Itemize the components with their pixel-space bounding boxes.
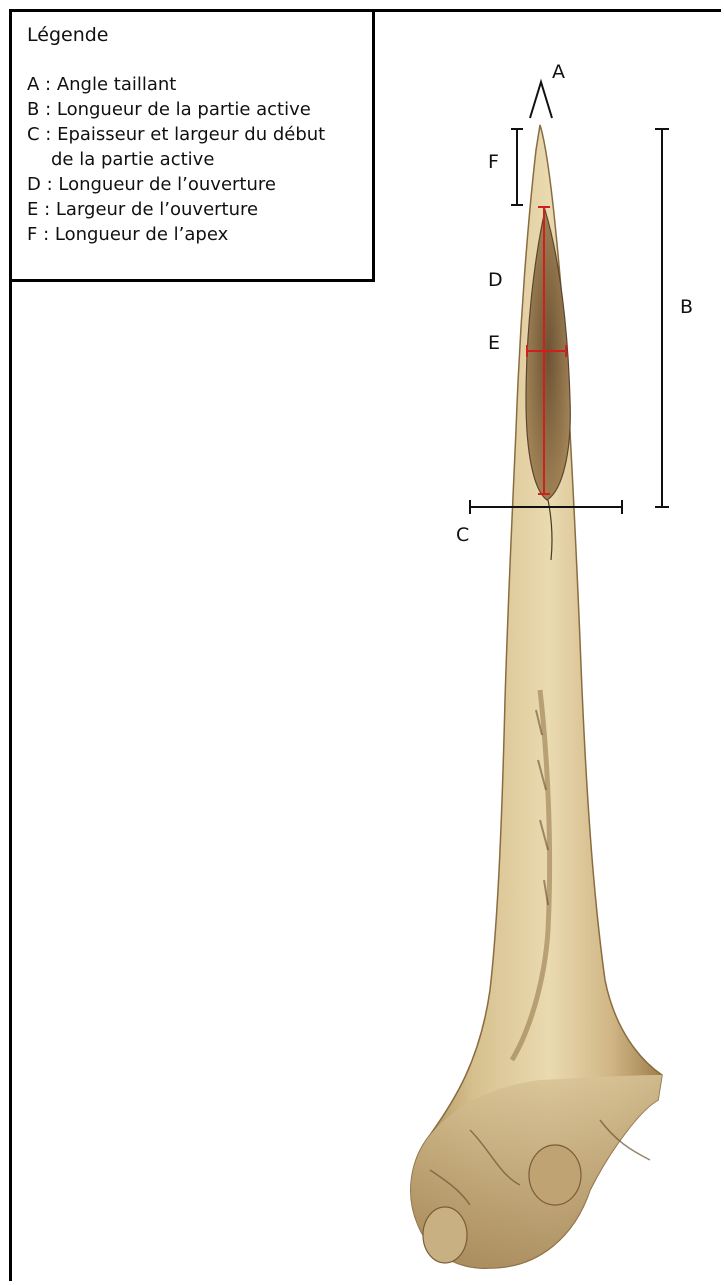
label-a: A bbox=[552, 61, 565, 83]
legend-item-d: D : Longueur de l’ouverture bbox=[27, 172, 325, 197]
legend-item-b: B : Longueur de la partie active bbox=[27, 97, 325, 122]
bone-tool bbox=[411, 125, 662, 1268]
label-c: C bbox=[456, 524, 469, 546]
legend-title: Légende bbox=[27, 24, 108, 46]
condyle-right bbox=[529, 1145, 581, 1205]
label-e: E bbox=[488, 332, 500, 354]
label-f: F bbox=[488, 151, 499, 173]
legend-box: Légende A : Angle taillant B : Longueur … bbox=[9, 9, 375, 282]
label-b: B bbox=[680, 296, 693, 318]
legend-item-f: F : Longueur de l’apex bbox=[27, 222, 325, 247]
measure-b bbox=[655, 129, 669, 507]
measure-a-angle bbox=[530, 82, 552, 118]
legend-item-e: E : Largeur de l’ouverture bbox=[27, 197, 325, 222]
legend-item-a: A : Angle taillant bbox=[27, 72, 325, 97]
legend-list: A : Angle taillant B : Longueur de la pa… bbox=[27, 72, 325, 247]
measure-f bbox=[511, 129, 523, 205]
label-d: D bbox=[488, 269, 503, 291]
condyle-left bbox=[423, 1207, 467, 1263]
